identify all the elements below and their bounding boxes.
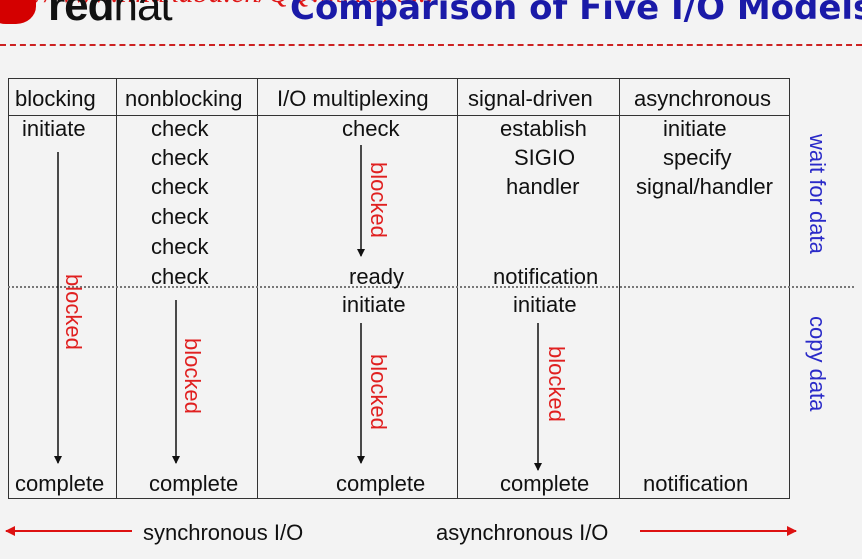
column-header-asynchronous: asynchronous [634, 86, 771, 111]
column-header-nonblocking: nonblocking [125, 86, 243, 111]
signal-driven-line: SIGIO [514, 145, 576, 170]
asynchronous-line: initiate [663, 116, 727, 141]
column-header-io-multiplexing: I/O multiplexing [277, 86, 429, 111]
column-divider [257, 78, 258, 499]
nonblocking-check: check [151, 145, 209, 170]
header-divider [0, 44, 862, 46]
comparison-table [8, 78, 790, 499]
signal-driven-notification: notification [493, 264, 599, 289]
signal-driven-initiate: initiate [513, 292, 577, 317]
synchronous-io-label: synchronous I/O [143, 520, 304, 545]
multiplexing-complete: complete [336, 471, 426, 496]
blocking-initiate: initiate [22, 116, 86, 141]
nonblocking-check: check [151, 174, 209, 199]
column-header-signal-driven: signal-driven [468, 86, 593, 111]
asynchronous-notification: notification [643, 471, 749, 496]
logo-text-light: hat [113, 0, 172, 30]
multiplexing-ready: ready [349, 264, 405, 289]
nonblocking-check: check [151, 264, 209, 289]
nonblocking-blocked-label: blocked [180, 338, 205, 414]
multiplexing-initiate: initiate [342, 292, 406, 317]
signal-driven-blocked-label: blocked [544, 346, 569, 422]
blocking-complete: complete [15, 471, 105, 496]
signal-driven-line: handler [506, 174, 580, 199]
nonblocking-check: check [151, 204, 209, 229]
multiplexing-blocked-label-2: blocked [366, 354, 391, 430]
nonblocking-complete: complete [149, 471, 239, 496]
nonblocking-check: check [151, 116, 209, 141]
watermark: http://www.linuxdba.cn/QQ:591078... [0, 0, 434, 8]
column-divider [619, 78, 620, 499]
wait-for-data-label: wait for data [805, 134, 830, 254]
header-separator [8, 115, 790, 116]
asynchronous-line: signal/handler [636, 174, 773, 199]
page-title: Comparison of Five I/O Models [290, 0, 862, 28]
asynchronous-io-label: asynchronous I/O [436, 520, 609, 545]
column-divider [457, 78, 458, 499]
copy-data-label: copy data [805, 316, 830, 412]
multiplexing-check: check [342, 116, 400, 141]
column-header-blocking: blocking [15, 86, 96, 111]
logo-text: redhat [48, 0, 173, 30]
phase-divider [8, 286, 854, 288]
signal-driven-line: establish [500, 116, 587, 141]
column-divider [116, 78, 117, 499]
nonblocking-check: check [151, 234, 209, 259]
logo-text-bold: red [48, 0, 114, 30]
multiplexing-blocked-label: blocked [366, 162, 391, 238]
asynchronous-line: specify [663, 145, 732, 170]
signal-driven-complete: complete [500, 471, 590, 496]
blocking-blocked-label: blocked [61, 274, 86, 350]
